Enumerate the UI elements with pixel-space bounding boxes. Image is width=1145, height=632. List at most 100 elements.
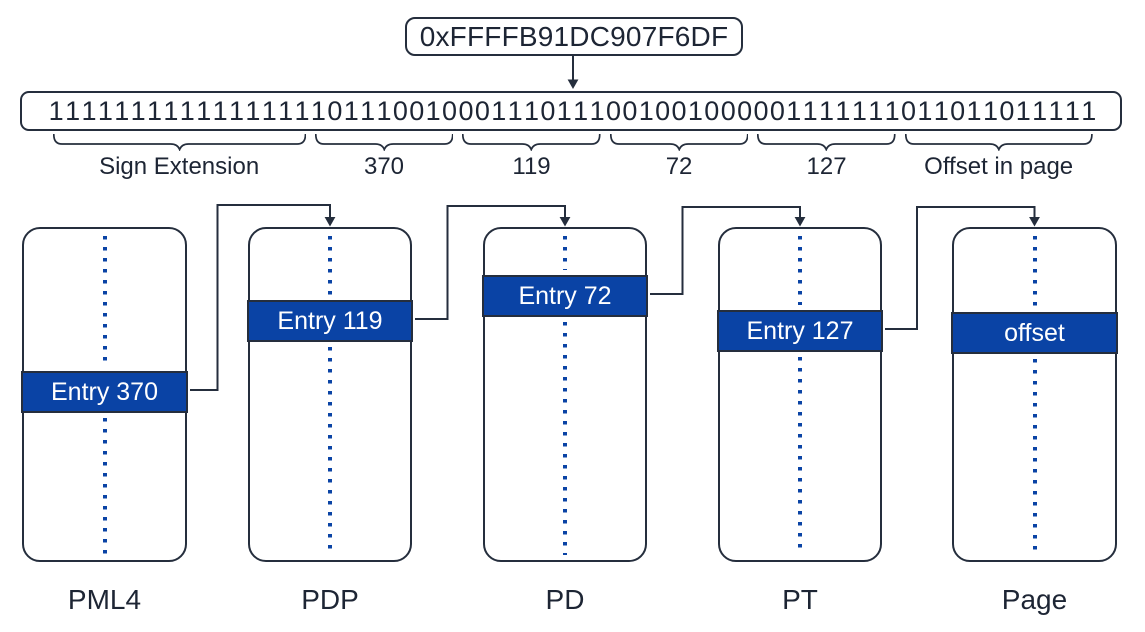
- binary-digit: 0: [409, 96, 425, 126]
- binary-digit: 0: [458, 96, 474, 126]
- bit-field: 119: [458, 134, 606, 181]
- bit-field: 370: [310, 134, 458, 181]
- underbrace-icon: [52, 134, 306, 151]
- binary-digit: 1: [261, 96, 277, 126]
- bit-field: Sign Extension: [48, 134, 310, 181]
- binary-digit: 1: [982, 96, 998, 126]
- binary-digit: 1: [179, 96, 195, 126]
- bit-field-label: Sign Extension: [99, 153, 260, 180]
- table-label-pt: PT: [782, 584, 818, 615]
- bit-field-label: Offset in page: [924, 153, 1074, 180]
- dotted-entries-line: [102, 418, 107, 555]
- binary-digit: 0: [655, 96, 671, 126]
- binary-digit: 0: [392, 96, 408, 126]
- dotted-entries-line: [102, 236, 107, 366]
- arrowhead-icon: [1029, 217, 1040, 227]
- binary-digit: 0: [622, 96, 638, 126]
- dotted-entries-line: [1032, 359, 1037, 555]
- entry-label: Entry 72: [518, 281, 612, 310]
- binary-digit: 0: [327, 96, 343, 126]
- binary-digit: 1: [556, 96, 572, 126]
- table-label-pml4: PML4: [67, 584, 142, 615]
- page-table-pd: Entry 72: [482, 227, 648, 562]
- binary-digit: 1: [819, 96, 835, 126]
- binary-digit: 1: [81, 96, 97, 126]
- binary-digit: 1: [573, 96, 589, 126]
- binary-digit: 1: [196, 96, 212, 126]
- binary-digit: 1: [310, 96, 326, 126]
- arrowhead-icon: [794, 217, 806, 227]
- underbrace-icon: [609, 134, 749, 151]
- entry-band-page: offset: [951, 312, 1118, 354]
- binary-digit: 1: [147, 96, 163, 126]
- entry-label: Entry 119: [277, 306, 383, 335]
- binary-digit: 0: [474, 96, 490, 126]
- binary-digit: 1: [1048, 96, 1064, 126]
- binary-digit: 0: [605, 96, 621, 126]
- binary-digit: 1: [48, 96, 64, 126]
- binary-digit: 1: [130, 96, 146, 126]
- dotted-entries-line: [563, 236, 567, 270]
- binary-digit: 1: [589, 96, 605, 126]
- binary-digit: 1: [851, 96, 867, 126]
- binary-digit: 0: [442, 96, 458, 126]
- underbrace-icon: [314, 134, 454, 151]
- dotted-entries-line: [798, 236, 802, 305]
- page-table-pt: Entry 127: [717, 227, 883, 562]
- binary-digit: 1: [802, 96, 818, 126]
- entry-label: Entry 127: [746, 316, 854, 345]
- entry-label: Entry 370: [50, 377, 158, 406]
- dotted-entries-line: [798, 357, 802, 555]
- binary-digit: 0: [900, 96, 917, 126]
- page-table-pdp: Entry 119: [247, 227, 413, 562]
- entry-band-pml4: Entry 370: [21, 371, 188, 413]
- entry-band-pd: Entry 72: [482, 275, 648, 317]
- binary-digit: 0: [737, 96, 753, 126]
- table-label-page: Page: [1001, 584, 1068, 615]
- dotted-entries-line: [563, 322, 567, 555]
- binary-digit: 0: [540, 96, 556, 126]
- dotted-entries-line: [1032, 236, 1037, 307]
- binary-digit: 1: [228, 96, 244, 126]
- binary-digit: 1: [278, 96, 294, 126]
- binary-digit: 1: [212, 96, 228, 126]
- virtual-address-text: 0xFFFFB91DC907F6DF: [419, 20, 729, 52]
- binary-digit: 1: [294, 96, 310, 126]
- entry-label: offset: [1004, 318, 1065, 347]
- table-label-pdp: PDP: [301, 584, 359, 615]
- binary-digit: 1: [65, 96, 81, 126]
- underbrace-icon: [904, 134, 1093, 151]
- binary-box: [20, 91, 1122, 131]
- bit-field-label: 119: [512, 153, 551, 180]
- binary-digit: 1: [245, 96, 261, 126]
- binary-digit: 1: [687, 96, 703, 126]
- binary-digit: 1: [1081, 96, 1097, 126]
- entry-band-pt: Entry 127: [717, 310, 883, 352]
- binary-digit: 1: [835, 96, 851, 126]
- binary-digit: 1: [343, 96, 359, 126]
- binary-digit: 1: [491, 96, 507, 126]
- binary-digit: 0: [769, 96, 785, 126]
- entry-band-pdp: Entry 119: [247, 300, 413, 342]
- binary-digit: 0: [753, 96, 769, 126]
- binary-digit: 1: [425, 96, 441, 126]
- dotted-entries-line: [328, 347, 332, 555]
- arrowhead-icon: [567, 79, 579, 89]
- binary-digit: 1: [114, 96, 130, 126]
- binary-digit: 1: [966, 96, 982, 126]
- binary-digit: 1: [507, 96, 523, 126]
- binary-digit: 1: [917, 96, 933, 126]
- binary-digit: 1: [933, 96, 949, 126]
- bit-field: 72: [605, 134, 753, 181]
- binary-digit: 0: [950, 96, 966, 126]
- page-table-page: offset: [951, 227, 1118, 562]
- binary-digit: 1: [868, 96, 884, 126]
- binary-digit: 1: [638, 96, 654, 126]
- binary-digit: 1: [376, 96, 392, 126]
- bit-field-label: 370: [363, 153, 405, 180]
- binary-digit: 1: [1032, 96, 1048, 126]
- binary-digit: 0: [720, 96, 736, 126]
- bit-field-label: 127: [806, 153, 847, 180]
